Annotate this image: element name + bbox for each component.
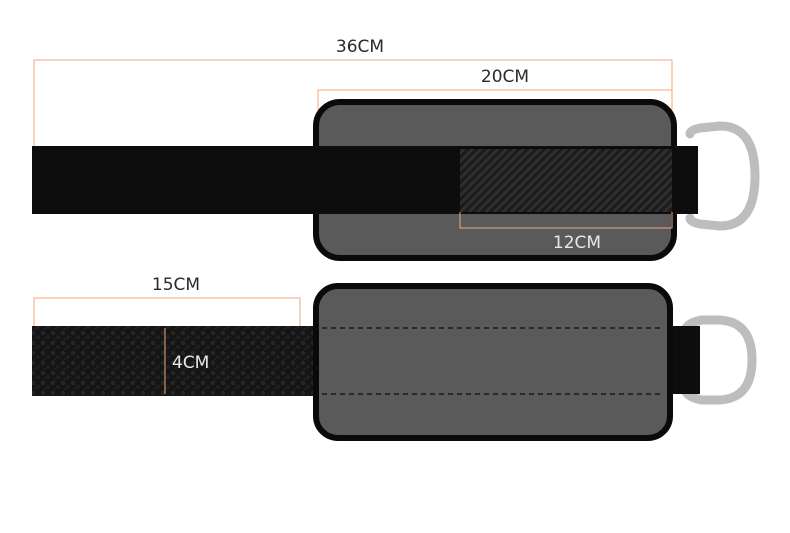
bottom-d-ring [681, 315, 757, 405]
dimension-20cm-label: 20CM [481, 67, 529, 87]
top-strap-assembly [32, 99, 760, 261]
dimension-12cm: 12CM [459, 212, 673, 253]
top-hook-velcro [460, 149, 672, 212]
top-d-ring [685, 121, 760, 231]
dimension-36cm-label: 36CM [336, 37, 384, 57]
dimension-15cm-label: 15CM [152, 275, 200, 295]
bottom-strap-assembly [32, 283, 757, 441]
dimension-12cm-label: 12CM [553, 233, 601, 253]
bottom-strap-band [32, 326, 332, 396]
dimension-15cm: 15CM [33, 275, 301, 326]
dimension-36cm: 36CM [33, 37, 673, 146]
dimension-4cm: 4CM [164, 328, 209, 394]
bottom-pad [313, 283, 673, 441]
dimension-4cm-label: 4CM [172, 353, 209, 373]
dimension-20cm: 20CM [317, 67, 673, 110]
